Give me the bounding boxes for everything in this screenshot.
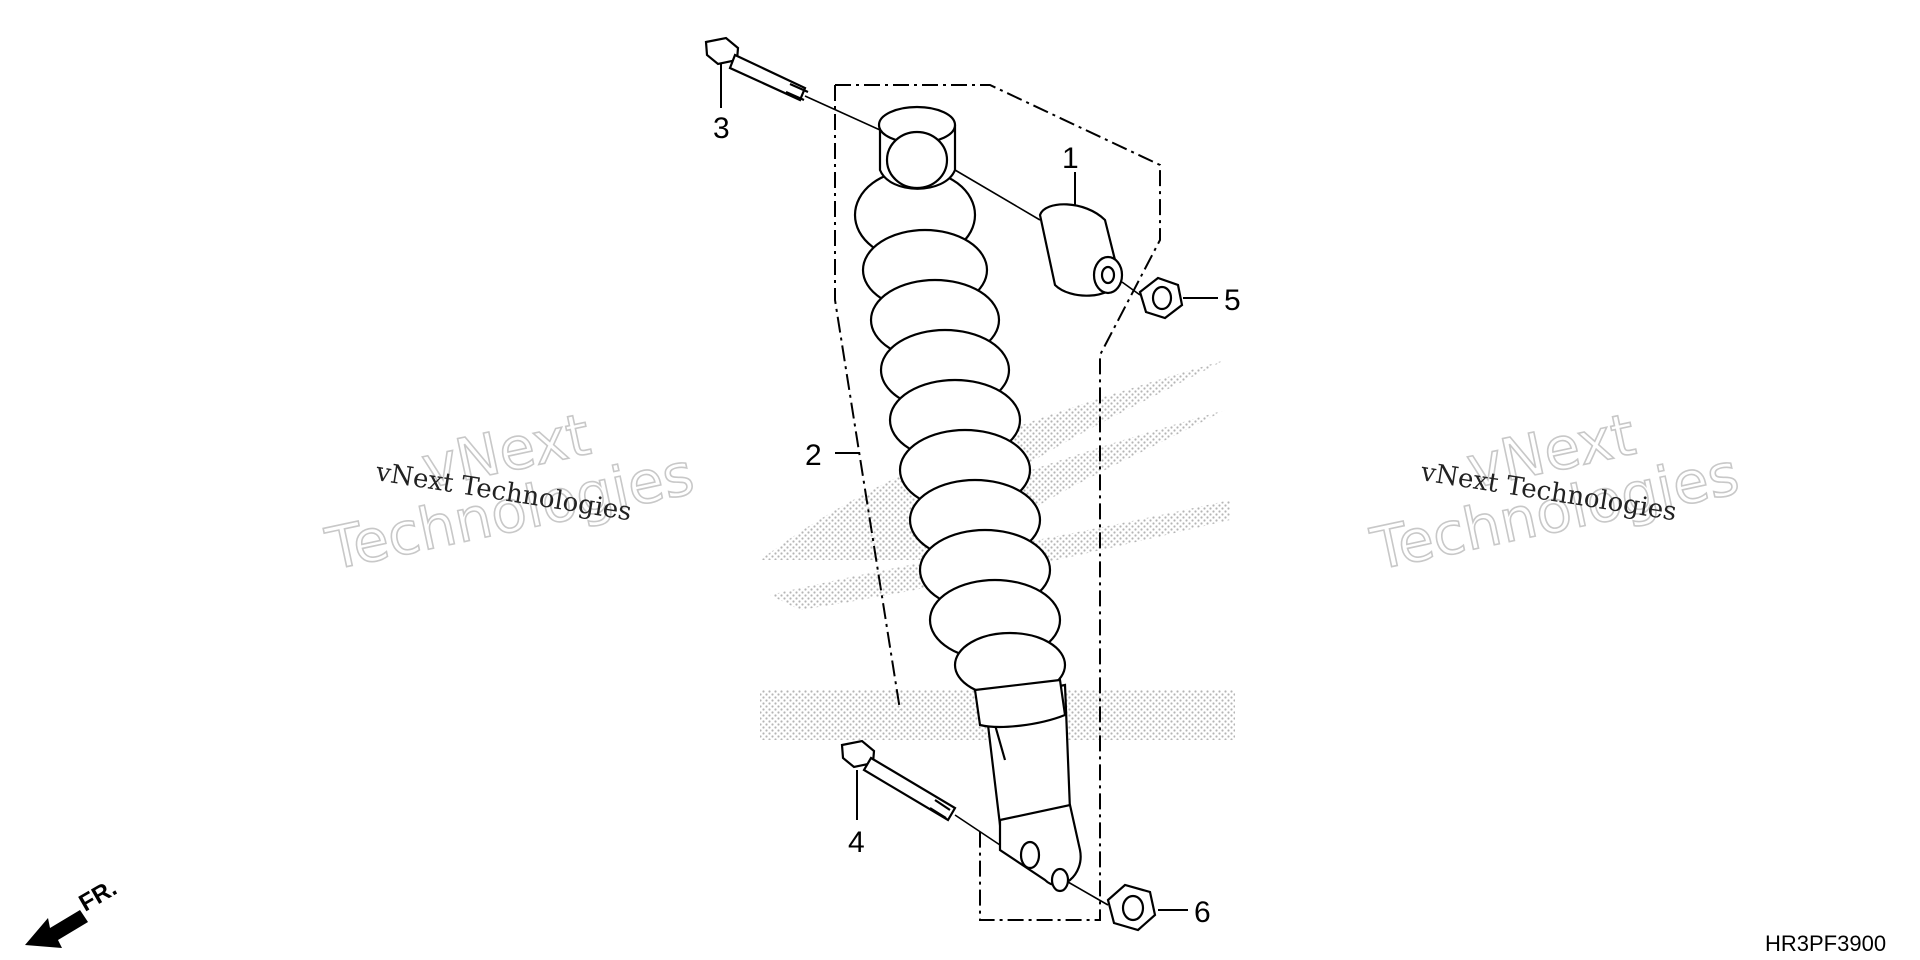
- callout-4: 4: [848, 826, 865, 859]
- callout-1: 1: [1062, 142, 1079, 175]
- assembly-boundary: [834, 84, 1161, 921]
- center-lines: [804, 95, 1141, 906]
- callout-5: 5: [1224, 284, 1241, 317]
- callout-2: 2: [805, 439, 822, 472]
- rubber-bushing: [1038, 203, 1124, 297]
- front-indicator-label: FR.: [75, 874, 122, 917]
- front-direction-arrow-icon: FR.: [25, 874, 121, 948]
- coil-spring: [853, 168, 1067, 699]
- upper-flange-bolt: [704, 36, 809, 102]
- shock-absorber: [853, 105, 1082, 893]
- callout-3: 3: [713, 112, 730, 145]
- diagram-code: HR3PF3900: [1765, 931, 1886, 956]
- lower-flange-bolt: [840, 739, 957, 822]
- leader-lines: [720, 64, 1218, 911]
- upper-flange-nut: [1138, 276, 1184, 320]
- lower-flange-nut: [1106, 883, 1157, 932]
- watermark-right: vNext Technologies vNext Technologies: [1364, 399, 1745, 584]
- watermark-left: vNext Technologies vNext Technologies: [319, 399, 700, 584]
- callout-6: 6: [1194, 896, 1211, 929]
